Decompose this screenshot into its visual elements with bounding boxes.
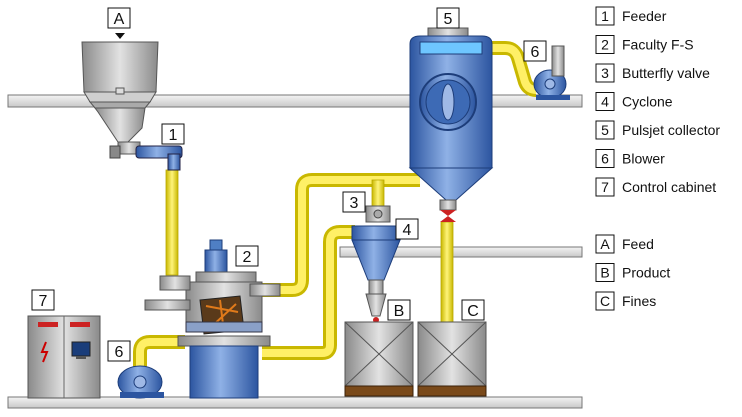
- legend-label: Butterfly valve: [622, 65, 710, 81]
- legend-key: 3: [601, 65, 609, 81]
- high-voltage-icon: [40, 341, 49, 363]
- callout-1: 1: [161, 123, 185, 145]
- top-blower: [533, 45, 570, 100]
- callout-7: 7: [31, 289, 55, 311]
- svg-text:3: 3: [350, 195, 359, 212]
- legend-item-7: 7 Control cabinet: [595, 177, 716, 197]
- bottom-blower: [117, 365, 164, 399]
- legend-key: 6: [601, 151, 609, 167]
- callout-C: C: [461, 299, 485, 321]
- legend-item-3: 3 Butterfly valve: [595, 63, 710, 83]
- callout-6-bottom: 6: [107, 340, 131, 362]
- svg-text:7: 7: [39, 293, 48, 310]
- feed-hopper: [81, 33, 159, 143]
- legend-item-4: 4 Cyclone: [595, 92, 673, 111]
- legend-label: Fines: [622, 293, 656, 309]
- legend-label: Faculty F-S: [622, 37, 694, 53]
- legend-key: 7: [601, 179, 609, 195]
- legend-key: 5: [601, 122, 609, 138]
- fines-bin: [417, 321, 487, 397]
- callout-6-top: 6: [523, 40, 547, 62]
- screw-feeder: [109, 141, 183, 171]
- legend-label: Cyclone: [622, 94, 673, 110]
- svg-text:B: B: [394, 303, 405, 320]
- pipework: [133, 41, 537, 370]
- svg-text:4: 4: [403, 222, 412, 239]
- svg-text:6: 6: [531, 44, 540, 61]
- legend-key: B: [600, 265, 609, 281]
- mezzanine-floor: [339, 246, 583, 258]
- legend-item-5: 5 Pulsjet collector: [595, 120, 720, 140]
- legend-item-A: A Feed: [595, 234, 654, 254]
- callout-A: A: [107, 7, 131, 29]
- legend-item-6: 6 Blower: [595, 149, 665, 168]
- svg-text:5: 5: [444, 11, 453, 28]
- valve-icon: [440, 210, 456, 216]
- legend-item-C: C Fines: [595, 291, 656, 311]
- callout-2: 2: [235, 245, 259, 267]
- legend: 1 Feeder 2 Faculty F-S 3 Butterfly valve 4 Cycl…: [595, 6, 720, 311]
- legend-key: A: [600, 236, 610, 252]
- legend-key: 4: [601, 94, 609, 110]
- callout-4: 4: [395, 218, 419, 240]
- hopper-arrow-icon: [115, 33, 125, 39]
- cyclone: [351, 205, 401, 323]
- control-cabinet: [27, 315, 101, 399]
- legend-key: 2: [601, 37, 609, 53]
- legend-label: Pulsjet collector: [622, 122, 720, 138]
- callout-B: B: [387, 299, 411, 321]
- callout-3: 3: [342, 191, 366, 213]
- monitor-icon: [71, 341, 91, 357]
- callout-5: 5: [436, 7, 460, 29]
- svg-text:A: A: [114, 11, 125, 28]
- svg-text:6: 6: [115, 344, 124, 361]
- legend-label: Product: [622, 265, 670, 281]
- legend-label: Blower: [622, 151, 665, 167]
- product-bin: [344, 321, 414, 397]
- legend-item-2: 2 Faculty F-S: [595, 35, 694, 54]
- legend-key: 1: [601, 8, 609, 24]
- svg-text:C: C: [467, 303, 479, 320]
- pulsjet-collector: [408, 27, 494, 222]
- mill-classifier: [144, 239, 281, 399]
- legend-item-1: 1 Feeder: [595, 6, 667, 26]
- legend-label: Feeder: [622, 8, 667, 24]
- legend-label: Control cabinet: [622, 179, 716, 195]
- legend-label: Feed: [622, 236, 654, 252]
- ground-floor: [7, 396, 583, 409]
- legend-key: C: [600, 293, 610, 309]
- svg-text:1: 1: [169, 127, 178, 144]
- svg-text:2: 2: [243, 249, 252, 266]
- legend-item-B: B Product: [595, 263, 670, 282]
